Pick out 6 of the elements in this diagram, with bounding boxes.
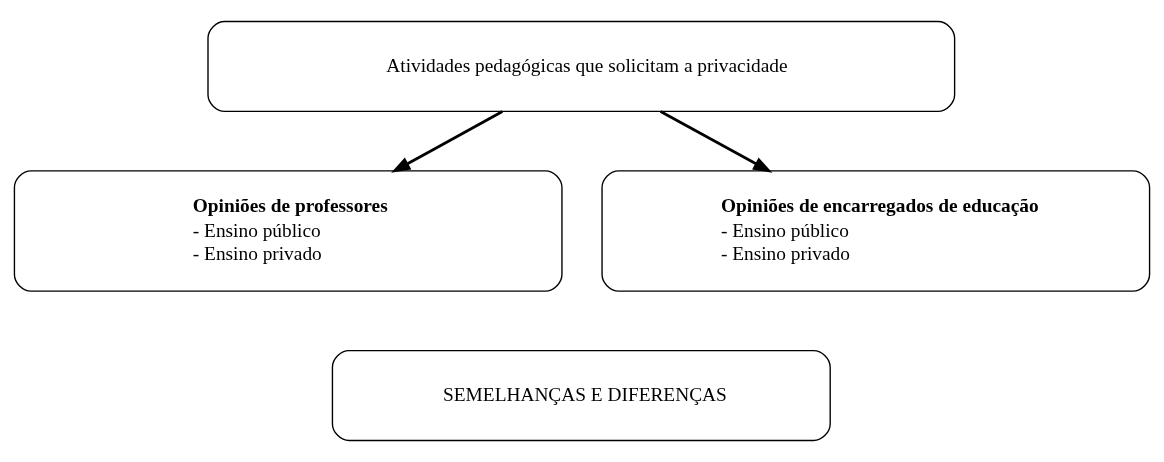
node-box: Atividades pedagógicas que solicitam a privacidade — [207, 20, 956, 113]
node-box: Opiniões de encarregados de educação - Ensino público - Ensino privado — [601, 170, 1151, 292]
node-box: SEMELHANÇAS E DIFERENÇAS — [331, 349, 831, 442]
arrow — [391, 110, 504, 173]
node-box: Opiniões de professores - Ensino público - Ensino privado — [13, 170, 563, 292]
arrow — [659, 110, 773, 173]
